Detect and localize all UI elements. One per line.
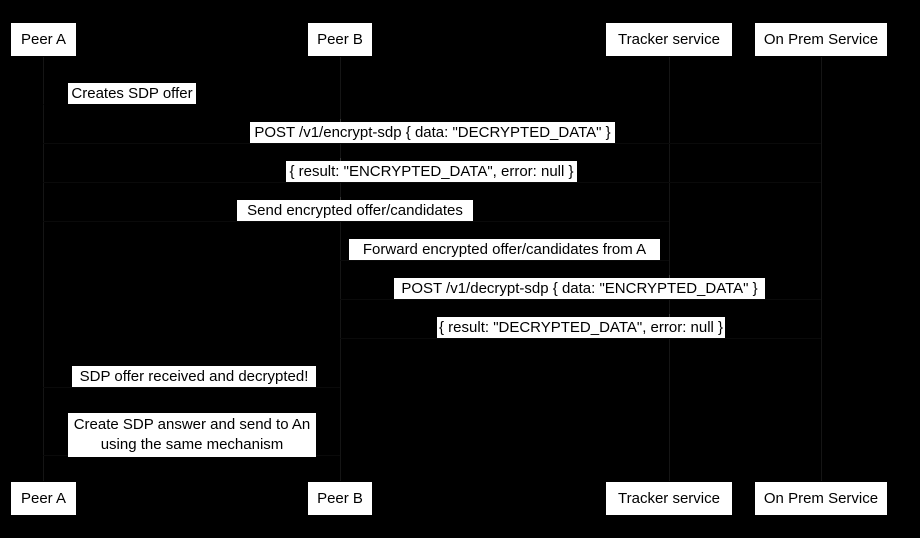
message-label-msg-7: { result: "DECRYPTED_DATA", error: null … [437,317,725,338]
message-label-msg-6: POST /v1/decrypt-sdp { data: "ENCRYPTED_… [394,278,765,299]
participant-on-prem-bottom[interactable]: On Prem Service [754,481,888,516]
participant-peer-b-top[interactable]: Peer B [307,22,373,57]
message-label-msg-8: SDP offer received and decrypted! [72,366,316,387]
participant-tracker-top[interactable]: Tracker service [605,22,733,57]
message-arrow-msg-1 [43,104,44,105]
message-arrow-msg-4 [43,221,669,222]
message-arrow-msg-6 [340,299,821,300]
lifeline-peer-b [340,57,341,481]
message-label-msg-2: POST /v1/encrypt-sdp { data: "DECRYPTED_… [250,122,615,143]
participant-label: Peer A [20,490,67,507]
participant-peer-b-bottom[interactable]: Peer B [307,481,373,516]
lifeline-tracker [669,57,670,481]
participant-label: Tracker service [618,31,720,48]
message-label-msg-3: { result: "ENCRYPTED_DATA", error: null … [286,161,577,182]
message-arrow-msg-3 [43,182,821,183]
participant-on-prem-top[interactable]: On Prem Service [754,22,888,57]
participant-peer-a-bottom[interactable]: Peer A [10,481,77,516]
lifeline-peer-a [43,57,44,481]
message-arrow-msg-7 [340,338,821,339]
participant-label: Peer A [20,31,67,48]
participant-label: Peer B [317,31,363,48]
participant-peer-a-top[interactable]: Peer A [10,22,77,57]
message-label-msg-4: Send encrypted offer/candidates [237,200,473,221]
participant-label: On Prem Service [763,490,879,507]
participant-label: On Prem Service [763,31,879,48]
participant-tracker-bottom[interactable]: Tracker service [605,481,733,516]
message-label-msg-9: Create SDP answer and send to An using t… [68,413,316,457]
lifeline-on-prem [821,57,822,481]
participant-label: Peer B [317,490,363,507]
participant-label: Tracker service [618,490,720,507]
message-label-msg-5: Forward encrypted offer/candidates from … [349,239,660,260]
message-arrow-msg-2 [43,143,821,144]
message-label-msg-1: Creates SDP offer [68,83,196,104]
message-arrow-msg-8 [43,387,340,388]
message-arrow-msg-5 [340,260,669,261]
